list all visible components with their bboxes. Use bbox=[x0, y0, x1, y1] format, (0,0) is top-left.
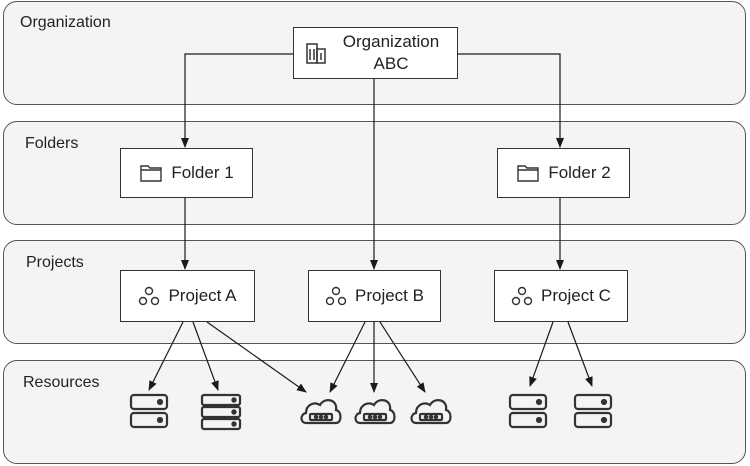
folders-tier-label: Folders bbox=[25, 135, 79, 152]
folder-1-node: Folder 1 bbox=[120, 148, 253, 198]
arrow-org-folder2 bbox=[457, 53, 564, 148]
organization-tier-label: Organization bbox=[20, 14, 111, 31]
arrow-projectB-res3 bbox=[329, 321, 366, 393]
organization-name-line1: Organization bbox=[342, 32, 440, 51]
server-rack-icon bbox=[200, 393, 242, 431]
arrow-projectC-res7 bbox=[567, 321, 593, 387]
resources-tier-label: Resources bbox=[23, 374, 100, 391]
folder-icon bbox=[139, 163, 163, 183]
folder-icon bbox=[516, 163, 540, 183]
arrow-org-folder1 bbox=[181, 53, 293, 148]
server-icon bbox=[129, 393, 169, 429]
server-icon bbox=[573, 393, 613, 429]
organization-name-line2: ABC bbox=[373, 54, 409, 73]
cloud-server-icon bbox=[410, 399, 452, 425]
project-icon bbox=[138, 285, 160, 307]
folder-2-label: Folder 2 bbox=[548, 163, 611, 182]
arrow-projectA-res1 bbox=[148, 321, 184, 391]
project-b-label: Project B bbox=[355, 286, 424, 305]
cloud-server-icon bbox=[354, 399, 396, 425]
project-b-node: Project B bbox=[308, 270, 441, 322]
project-c-node: Project C bbox=[494, 270, 628, 322]
folder-1-label: Folder 1 bbox=[171, 163, 234, 182]
folder-2-node: Folder 2 bbox=[497, 148, 630, 198]
projects-tier-label: Projects bbox=[26, 254, 84, 271]
arrow-projectC-res6 bbox=[529, 321, 554, 387]
server-icon bbox=[508, 393, 548, 429]
project-icon bbox=[511, 285, 533, 307]
arrow-projectB-res5 bbox=[379, 321, 426, 393]
project-a-node: Project A bbox=[120, 270, 255, 322]
project-icon bbox=[325, 285, 347, 307]
project-a-label: Project A bbox=[168, 286, 237, 305]
building-icon bbox=[304, 41, 328, 65]
project-c-label: Project C bbox=[541, 286, 611, 305]
cloud-server-icon bbox=[300, 399, 342, 425]
arrow-projectA-res3 bbox=[206, 321, 307, 393]
organization-node: Organization ABC bbox=[293, 27, 458, 79]
arrow-projectA-res2 bbox=[192, 321, 219, 391]
